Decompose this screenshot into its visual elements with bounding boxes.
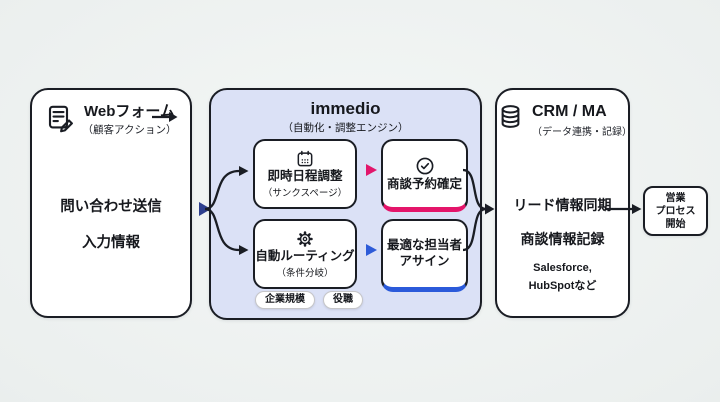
sales-line2: プロセス (655, 205, 696, 217)
assign-result-box: 最適な担当者 アサイン (381, 219, 468, 292)
routing-step-sublabel: （条件分岐） (276, 268, 334, 280)
crm-vendor-line1: Salesforce, (533, 262, 592, 274)
routing-step-box: 自動ルーティング （条件分岐） (253, 219, 357, 289)
crm-header: CRM / MA （データ連携・記録） (497, 103, 632, 139)
immedio-title: immedio (310, 99, 381, 118)
schedule-step-sublabel: （サンクスページ） (262, 188, 348, 200)
crm-body: リード情報同期 商談情報記録 (497, 195, 628, 249)
crm-vendor-line2: HubSpotなど (528, 280, 597, 292)
booking-result-label: 商談予約確定 (386, 177, 462, 192)
webform-box: Webフォーム （顧客アクション） 問い合わせ送信 入力情報 (30, 88, 192, 318)
tag-company-size: 企業規模 (255, 291, 315, 309)
webform-title: Webフォーム (84, 103, 175, 120)
crm-line1: リード情報同期 (513, 197, 612, 213)
schedule-step-label: 即時日程調整 (267, 168, 343, 183)
assign-result-line2: アサイン (399, 254, 450, 268)
assign-result-line1: 最適な担当者 (386, 238, 462, 253)
sales-line3: 開始 (665, 218, 686, 230)
webform-line2: 入力情報 (82, 235, 140, 251)
check-circle-icon (414, 155, 436, 177)
database-icon (497, 103, 524, 130)
webform-line1: 問い合わせ送信 (60, 199, 162, 215)
webform-body: 問い合わせ送信 入力情報 (32, 195, 190, 252)
form-pencil-icon (46, 103, 76, 133)
routing-step-label: 自動ルーティング (255, 248, 355, 263)
schedule-step-box: 即時日程調整 （サンクスページ） (253, 139, 357, 209)
tag-job-title: 役職 (323, 291, 363, 309)
immedio-subtitle: （自動化・調整エンジン） (282, 122, 409, 134)
sales-process-box: 営業 プロセス 開始 (643, 186, 708, 236)
crm-box: CRM / MA （データ連携・記録） リード情報同期 商談情報記録 Sales… (495, 88, 632, 318)
crm-subtitle: （データ連携・記録） (532, 127, 632, 139)
crm-line2: 商談情報記録 (520, 231, 605, 247)
webform-header: Webフォーム （顧客アクション） (32, 103, 190, 137)
condition-tags: 企業規模 役職 (255, 291, 363, 309)
crm-vendors: Salesforce, HubSpotなど (497, 262, 628, 293)
webform-subtitle: （顧客アクション） (82, 124, 177, 137)
sales-line1: 営業 (665, 192, 686, 204)
crm-title: CRM / MA (532, 103, 607, 120)
merge-arrowhead (485, 203, 495, 215)
calendar-icon (295, 149, 315, 169)
booking-result-box: 商談予約確定 (381, 139, 468, 212)
gear-icon (295, 229, 315, 249)
immedio-panel: immedio （自動化・調整エンジン） 即時日程調整 （サンクスペー (209, 88, 482, 320)
